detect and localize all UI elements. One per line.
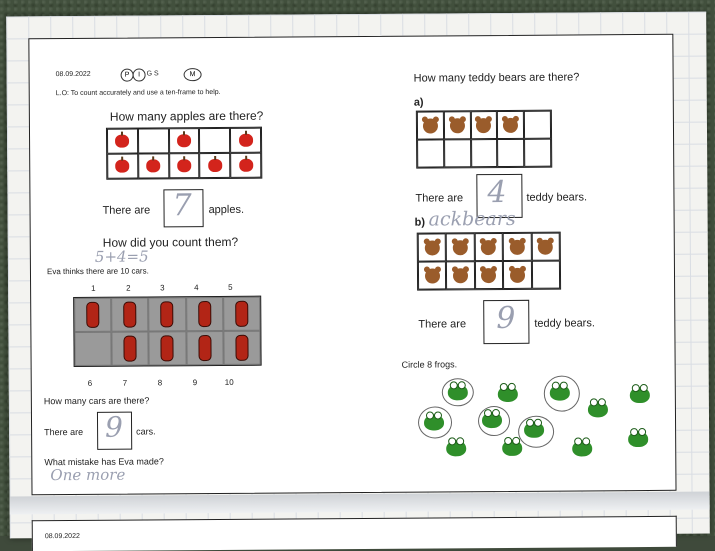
worksheet: 08.09.2022 P I G S M L.O: To count accur… [28, 33, 677, 496]
frog[interactable] [587, 401, 608, 418]
learning-objective: L.O: To count accurately and use a ten-f… [55, 88, 221, 98]
apples-answer: 7 [172, 188, 192, 224]
apple [177, 159, 192, 173]
car-number-bottom: 8 [157, 378, 163, 388]
car-number-top: 2 [126, 283, 131, 293]
apple [115, 134, 130, 148]
date-label: 08.09.2022 [55, 70, 91, 79]
frog[interactable] [549, 384, 570, 401]
car [197, 301, 212, 328]
mark-circle-2: I [132, 68, 146, 82]
teddy-b-prefix: There are [418, 318, 467, 331]
car-ten-frame [73, 295, 262, 367]
part-a-label: a) [413, 96, 424, 109]
exercise-book: 08.09.2022 P I G S M L.O: To count accur… [6, 11, 710, 551]
car [160, 335, 175, 362]
frog[interactable] [502, 439, 523, 456]
frog[interactable] [446, 440, 467, 457]
teddy-a-answer: 4 [487, 174, 507, 211]
teddy-ten-frame-b [416, 231, 562, 291]
teddy-bear [449, 117, 465, 133]
apple [146, 159, 161, 173]
apples-answer-box[interactable]: 7 [163, 188, 204, 228]
teddy-b-answer-box[interactable]: 9 [483, 299, 530, 345]
frog[interactable] [572, 440, 593, 457]
frog[interactable] [447, 384, 468, 401]
teddy-bear [476, 117, 492, 133]
count-working: 5+4=5 [94, 247, 149, 266]
teddy-bear [481, 239, 497, 255]
teddy-a-prefix: There are [415, 192, 464, 205]
apples-answer-prefix: There are [102, 204, 151, 217]
car [235, 334, 249, 361]
apples-question: How many apples are there? [109, 108, 264, 124]
apple [238, 133, 253, 147]
teddy-b-answer: 9 [496, 300, 516, 337]
next-date-label: 08.09.2022 [44, 532, 80, 541]
teddy-bear [509, 267, 525, 283]
apple [238, 158, 253, 172]
car-number-top: 4 [194, 283, 199, 293]
car-number-bottom: 7 [122, 378, 128, 388]
car-number-bottom: 6 [87, 378, 93, 388]
teddy-bear [453, 267, 469, 283]
teddy-bear [452, 239, 468, 255]
teddy-a-suffix: teddy bears. [526, 191, 588, 204]
teddy-ten-frame-a [415, 109, 553, 169]
frog[interactable] [628, 430, 649, 448]
apple-ten-frame [105, 126, 263, 180]
cars-answer: 9 [104, 410, 123, 444]
car [123, 301, 137, 328]
marks-label: G S [146, 70, 159, 78]
eva-statement: Eva thinks there are 10 cars. [46, 266, 149, 277]
apple [176, 134, 192, 148]
teddy-bear [503, 117, 519, 133]
teddy-bear [538, 239, 554, 255]
car-number-top: 1 [91, 283, 96, 293]
teddy-bear [422, 117, 438, 134]
car-number-top: 3 [160, 283, 165, 293]
teddy-bear [481, 267, 497, 283]
cars-answer-prefix: There are [44, 426, 84, 438]
next-worksheet: 08.09.2022 [31, 515, 677, 551]
car [160, 301, 174, 328]
car [86, 301, 100, 328]
teddy-bear [424, 239, 440, 256]
car [123, 335, 137, 362]
teddy-bear [509, 239, 525, 255]
teddy-b-suffix: teddy bears. [534, 317, 595, 330]
apples-answer-suffix: apples. [208, 203, 245, 217]
part-b-label: b) [414, 216, 426, 229]
cars-answer-suffix: cars. [136, 426, 156, 437]
frog[interactable] [423, 414, 445, 431]
frogs-instruction: Circle 8 frogs. [401, 359, 458, 370]
part-b-scribble: ackbears [428, 207, 516, 231]
frog[interactable] [481, 411, 503, 429]
car [235, 300, 249, 327]
car-number-bottom: 9 [192, 378, 198, 388]
car-number-top: 5 [228, 282, 233, 292]
apple [115, 159, 130, 173]
mark-circle-3: M [183, 68, 202, 82]
teddy-question: How many teddy bears are there? [413, 71, 580, 85]
mistake-answer: One more [50, 465, 126, 485]
frog[interactable] [524, 421, 545, 438]
cars-answer-box[interactable]: 9 [96, 410, 133, 450]
apple [207, 158, 223, 173]
cars-question: How many cars are there? [43, 395, 150, 407]
frog[interactable] [629, 386, 650, 404]
teddy-bear [424, 267, 440, 284]
car-number-bottom: 10 [224, 377, 234, 387]
frog[interactable] [497, 385, 518, 403]
car [198, 335, 212, 362]
